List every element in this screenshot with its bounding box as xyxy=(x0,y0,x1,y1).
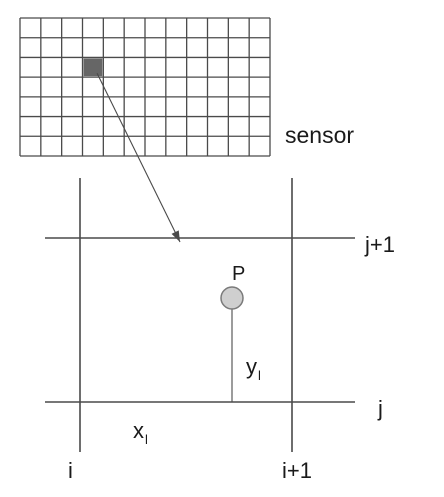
y-offset-label: yl xyxy=(246,354,261,383)
point-p-marker xyxy=(220,286,244,310)
projection-arrow-head xyxy=(171,230,180,242)
y-offset-subscript: l xyxy=(258,368,261,383)
sensor-grid xyxy=(19,17,271,157)
x-offset-symbol: x xyxy=(133,418,144,443)
row-label-j-plus-1: j+1 xyxy=(365,232,395,257)
row-label-j: j xyxy=(378,396,383,421)
highlighted-sensor-cell xyxy=(83,58,103,77)
col-label-i: i xyxy=(68,458,73,483)
y-offset-symbol: y xyxy=(246,354,257,379)
projection-arrow-line xyxy=(96,72,181,243)
sensor-label: sensor xyxy=(285,122,355,148)
point-label-p: P xyxy=(232,263,246,285)
col-label-i-plus-1: i+1 xyxy=(282,458,312,483)
x-offset-subscript: l xyxy=(145,432,148,447)
x-offset-label: xl xyxy=(133,418,148,447)
